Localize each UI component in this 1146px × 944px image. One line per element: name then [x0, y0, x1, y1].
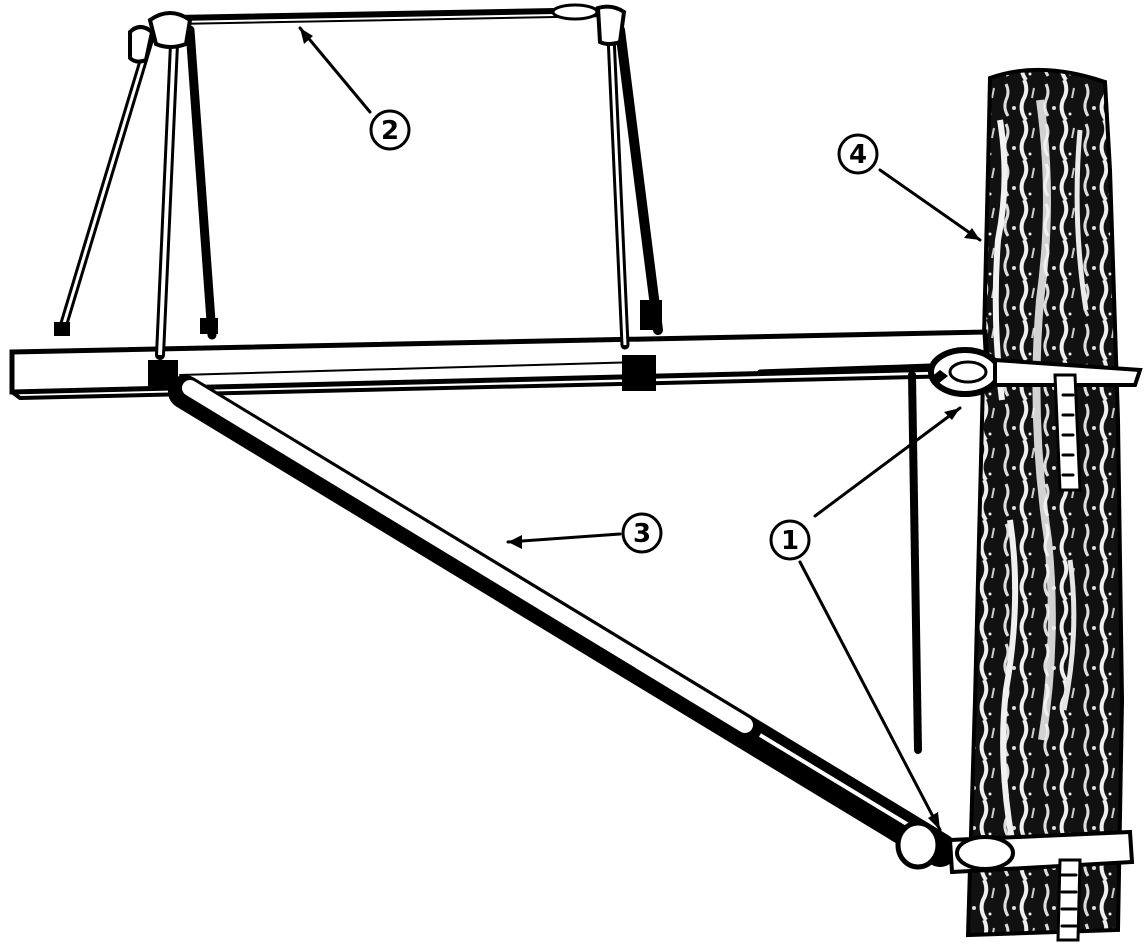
vertical-rod — [908, 371, 922, 754]
leader-lines — [298, 26, 982, 832]
callout-4-label: 4 — [849, 140, 867, 170]
callout-3-label: 3 — [633, 519, 651, 549]
callout-2: 2 — [369, 109, 411, 151]
callout-3: 3 — [621, 512, 663, 554]
callout-4: 4 — [837, 133, 879, 175]
callout-1: 1 — [769, 519, 811, 561]
callout-1-label: 1 — [781, 526, 799, 556]
upper-clamp — [928, 347, 1143, 492]
callout-2-label: 2 — [381, 116, 399, 146]
diagonal-strut — [168, 375, 957, 867]
guardrail-frame — [54, 3, 663, 391]
wooden-pole — [965, 67, 1125, 938]
lower-clamp — [895, 820, 1135, 942]
